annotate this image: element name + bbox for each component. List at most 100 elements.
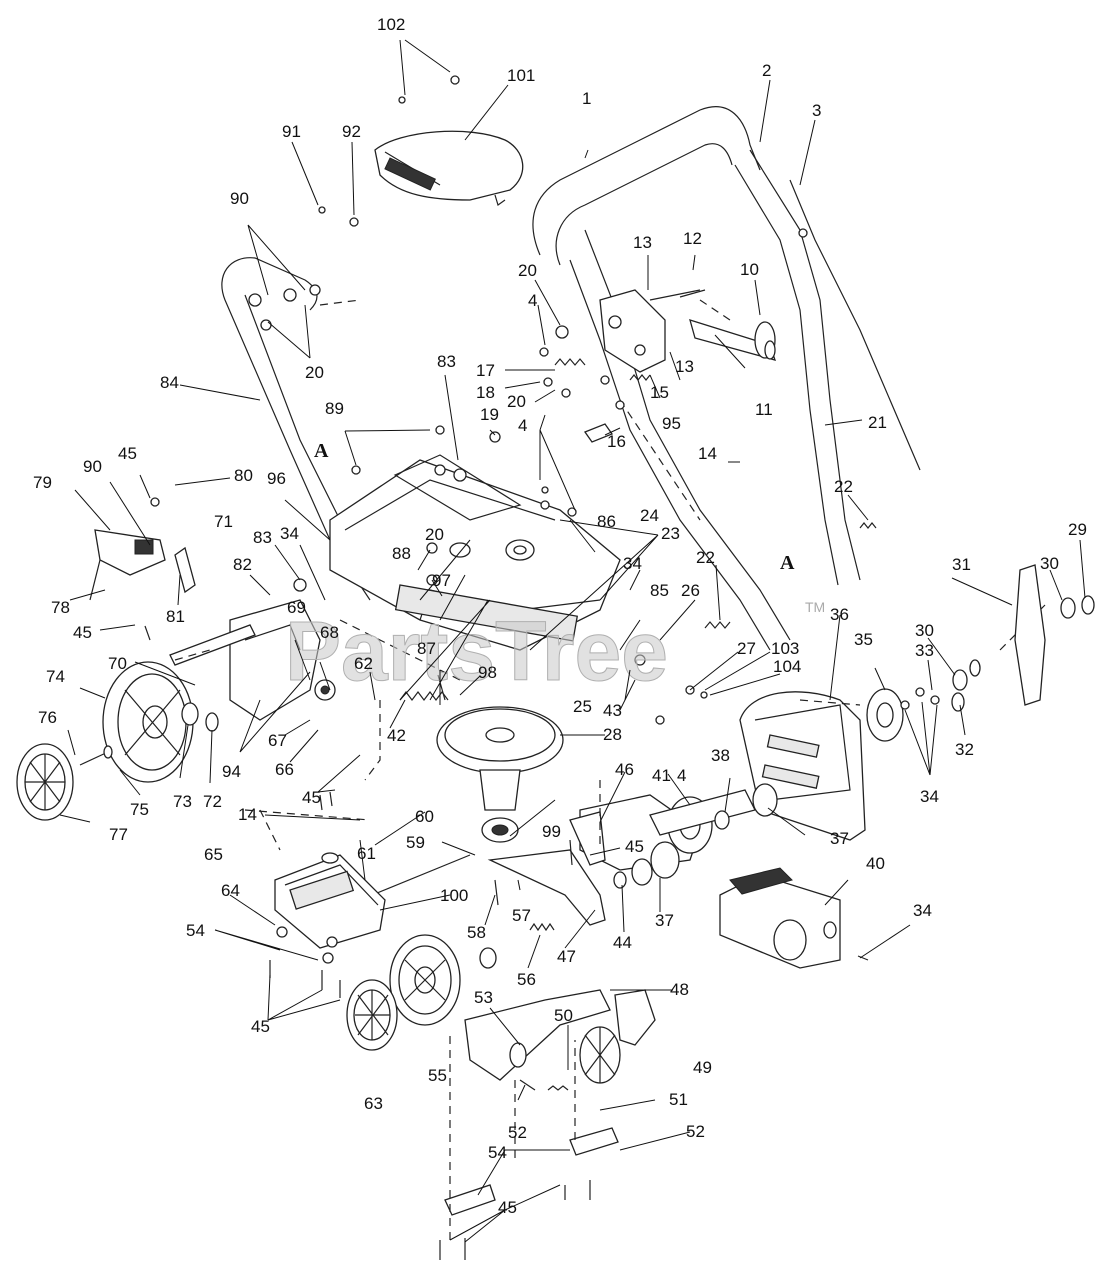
callout-68: 68 bbox=[320, 623, 339, 642]
callout-45-lower-left: 45 bbox=[251, 1017, 270, 1036]
callout-28: 28 bbox=[603, 725, 622, 744]
callout-14-top: 14 bbox=[698, 444, 717, 463]
left-wheel bbox=[102, 661, 194, 783]
callout-25: 25 bbox=[573, 697, 592, 716]
nut-30 bbox=[1060, 597, 1076, 619]
callout-35: 35 bbox=[854, 630, 873, 649]
front-yoke bbox=[464, 989, 611, 1081]
callout-20-left: 20 bbox=[305, 363, 324, 382]
callout-65: 65 bbox=[204, 845, 223, 864]
callout-54-lower: 54 bbox=[488, 1143, 507, 1162]
watermark-text: PartsTree bbox=[285, 604, 668, 698]
callout-26: 26 bbox=[681, 581, 700, 600]
callout-67: 67 bbox=[268, 731, 287, 750]
front-axle-47 bbox=[487, 849, 606, 926]
link-16 bbox=[583, 423, 614, 443]
callout-73: 73 bbox=[173, 792, 192, 811]
callout-2: 2 bbox=[762, 61, 771, 80]
front-wheel bbox=[389, 934, 461, 1026]
callout-34-mid: 34 bbox=[623, 554, 642, 573]
callout-21: 21 bbox=[868, 413, 887, 432]
callout-33: 33 bbox=[915, 641, 934, 660]
callout-62: 62 bbox=[354, 654, 373, 673]
callout-43: 43 bbox=[603, 701, 622, 720]
bolt-76 bbox=[79, 751, 109, 766]
callout-49: 49 bbox=[693, 1058, 712, 1077]
upper-handle-right-arm bbox=[734, 149, 861, 586]
callout-99: 99 bbox=[542, 822, 561, 841]
callout-16: 16 bbox=[607, 432, 626, 451]
shift-shaft bbox=[689, 319, 777, 361]
callout-18: 18 bbox=[476, 383, 495, 402]
skid-plate-lower-b bbox=[569, 1127, 619, 1156]
callout-52-right: 52 bbox=[686, 1122, 705, 1141]
callout-75: 75 bbox=[130, 800, 149, 819]
callout-45-mid: 45 bbox=[302, 788, 321, 807]
small-front-wheel bbox=[579, 989, 656, 1084]
washer-32 bbox=[951, 692, 965, 712]
callout-90-top: 90 bbox=[230, 189, 249, 208]
callout-20-top: 20 bbox=[518, 261, 537, 280]
callout-59: 59 bbox=[406, 833, 425, 852]
callout-104: 104 bbox=[773, 657, 801, 676]
spring-15 bbox=[629, 374, 651, 381]
callout-92: 92 bbox=[342, 122, 361, 141]
callout-51: 51 bbox=[669, 1090, 688, 1109]
callout-58: 58 bbox=[467, 923, 486, 942]
washer-30 bbox=[952, 669, 968, 691]
callout-3: 3 bbox=[812, 101, 821, 120]
shift-bracket bbox=[599, 289, 706, 373]
callout-84: 84 bbox=[160, 373, 179, 392]
callout-13-top: 13 bbox=[633, 233, 652, 252]
callout-12: 12 bbox=[683, 229, 702, 248]
callout-17: 17 bbox=[476, 361, 495, 380]
callout-53: 53 bbox=[474, 988, 493, 1007]
part-drawings bbox=[16, 75, 1095, 1260]
callout-100: 100 bbox=[440, 886, 468, 905]
control-cable bbox=[789, 179, 921, 471]
callout-22-top: 22 bbox=[834, 477, 853, 496]
washer-75 bbox=[103, 745, 113, 759]
callout-41: 41 bbox=[652, 766, 671, 785]
callout-4-mid: 4 bbox=[518, 416, 527, 435]
drive-pulley bbox=[436, 706, 564, 843]
screw-34 bbox=[857, 955, 869, 961]
pin-57 bbox=[494, 879, 499, 906]
callout-10: 10 bbox=[740, 260, 759, 279]
callout-64: 64 bbox=[221, 881, 240, 900]
washer-30-b bbox=[969, 659, 981, 677]
callout-81: 81 bbox=[166, 607, 185, 626]
callout-34-lower: 34 bbox=[913, 901, 932, 920]
spring-22-upper bbox=[859, 522, 877, 529]
callout-45-left-top: 45 bbox=[118, 444, 137, 463]
bushing-73 bbox=[181, 702, 199, 726]
callout-14-lower: 14 bbox=[238, 805, 257, 824]
spring-50 bbox=[547, 1085, 569, 1091]
bushing-37-b bbox=[631, 858, 653, 886]
callout-103: 103 bbox=[771, 639, 799, 658]
callout-46: 46 bbox=[615, 760, 634, 779]
callout-52-left: 52 bbox=[508, 1123, 527, 1142]
washer-18 bbox=[543, 377, 553, 387]
callout-70: 70 bbox=[108, 654, 127, 673]
hub-cap-left bbox=[16, 743, 74, 821]
callout-15: 15 bbox=[650, 383, 669, 402]
assembly-guide-lines bbox=[174, 299, 861, 1240]
nut-19 bbox=[489, 431, 501, 443]
bolt-98 bbox=[437, 674, 446, 701]
callout-91: 91 bbox=[282, 122, 301, 141]
callout-29: 29 bbox=[1068, 520, 1087, 539]
spring-22-lower bbox=[704, 621, 731, 629]
front-gearbox bbox=[274, 852, 386, 949]
plate-81 bbox=[174, 546, 196, 594]
callout-56: 56 bbox=[517, 970, 536, 989]
callout-27: 27 bbox=[737, 639, 756, 658]
hub-cap-front bbox=[346, 979, 398, 1051]
callout-76: 76 bbox=[38, 708, 57, 727]
callout-22-mid: 22 bbox=[696, 548, 715, 567]
upper-handle bbox=[532, 106, 761, 266]
bushing-37 bbox=[650, 841, 680, 879]
part-callouts: 102 101 1 2 3 91 92 90 13 12 10 20 4 20 … bbox=[33, 15, 1087, 1217]
callout-87: 87 bbox=[417, 639, 436, 658]
